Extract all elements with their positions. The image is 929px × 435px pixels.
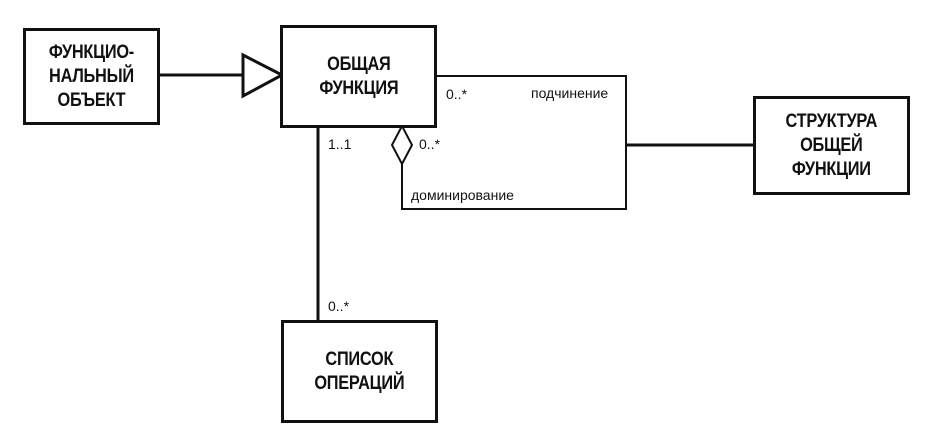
- domination-multiplicity: 0..*: [419, 136, 441, 152]
- self-association-line: [401, 75, 627, 210]
- operations-multiplicity: 0..*: [328, 298, 350, 314]
- operations-list-box: СПИСОК ОПЕРАЦИЙ: [281, 320, 438, 423]
- domination-label: доминирование: [411, 187, 514, 203]
- general-function-box: ОБЩАЯ ФУНКЦИЯ: [280, 25, 437, 128]
- operations-list-label: СПИСОК ОПЕРАЦИЙ: [314, 348, 405, 394]
- generalization-arrowhead: [241, 52, 286, 99]
- functional-object-box: ФУНКЦИО- НАЛЬНЫЙ ОБЪЕКТ: [23, 28, 160, 125]
- subordination-label: подчинение: [531, 85, 609, 101]
- subordination-multiplicity: 0..*: [446, 86, 468, 102]
- general-function-label: ОБЩАЯ ФУНКЦИЯ: [319, 53, 398, 99]
- functional-object-label: ФУНКЦИО- НАЛЬНЫЙ ОБЪЕКТ: [48, 41, 135, 111]
- structure-label: СТРУКТУРА ОБЩЕЙ ФУНКЦИИ: [785, 110, 878, 180]
- general-function-multiplicity: 1..1: [328, 136, 352, 152]
- structure-box: СТРУКТУРА ОБЩЕЙ ФУНКЦИИ: [753, 96, 910, 195]
- aggregation-diamond: [390, 123, 414, 167]
